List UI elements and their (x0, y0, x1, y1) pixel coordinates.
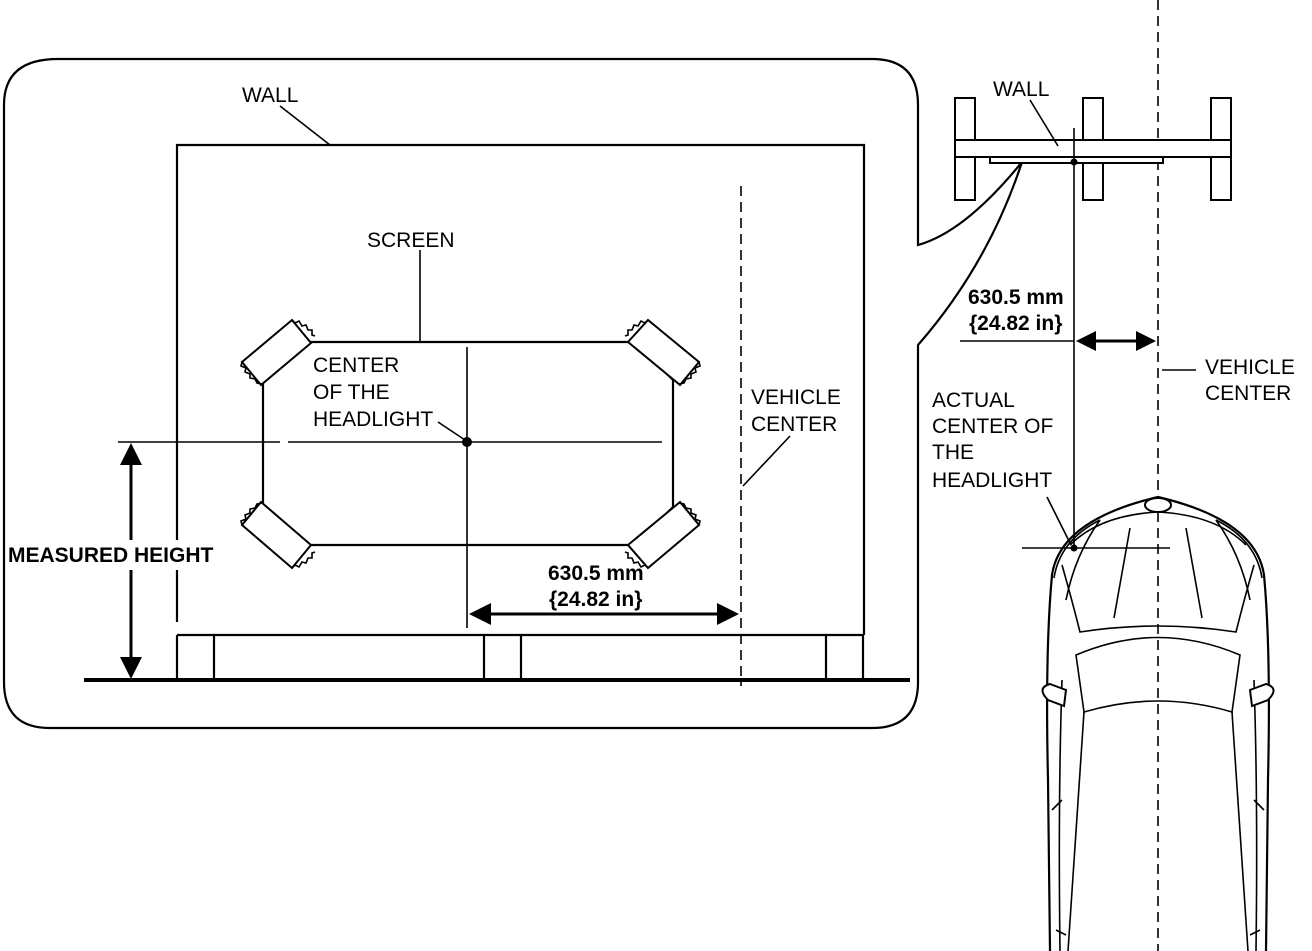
wall-outline (175, 143, 866, 635)
vehicle-center-leader (742, 435, 791, 487)
tape-bottom-right (624, 500, 701, 570)
right-wall-label-leader (1029, 99, 1059, 147)
actual-center-label-line1: ACTUAL (932, 389, 1015, 412)
vehicle-top-view (1041, 495, 1275, 951)
right-wall-label: WALL (993, 78, 1049, 101)
tape-top-right (624, 318, 701, 387)
distance-in-label: {24.82 in} (549, 588, 642, 611)
actual-center-label-line4: HEADLIGHT (932, 469, 1052, 492)
right-distance-mm-label: 630.5 mm (968, 286, 1064, 309)
distance-mm-label: 630.5 mm (548, 562, 644, 585)
headlight-center-leader (437, 421, 466, 441)
callout-bubble (2, 57, 1024, 730)
actual-center-label-line2: CENTER OF (932, 415, 1053, 438)
measured-height-label: MEASURED HEIGHT (8, 544, 214, 567)
right-distance-in-label: {24.82 in} (969, 312, 1062, 335)
distance-arrowhead-right (717, 603, 739, 625)
actual-center-leader (1046, 496, 1072, 546)
vehicle-center-label-line2: CENTER (751, 413, 837, 436)
measured-height-arrowhead-top (120, 443, 142, 465)
screen-center-dot (1070, 158, 1078, 166)
headlight-center-label-line3: HEADLIGHT (313, 408, 433, 431)
screen-label: SCREEN (367, 229, 455, 252)
measured-height-arrowhead-bottom (120, 657, 142, 679)
tape-bottom-left (240, 500, 316, 570)
tape-top-left (240, 318, 316, 387)
actual-center-label-line3: THE (932, 441, 974, 464)
measured-height-label-bg (6, 540, 228, 570)
right-vehicle-center-label-line1: VEHICLE (1205, 356, 1295, 379)
headlight-center-label-line2: OF THE (313, 381, 390, 404)
distance-arrowhead-left (469, 603, 491, 625)
wall-label-leader (279, 105, 331, 146)
wall-bar-top-view (954, 139, 1232, 158)
right-distance-arrowhead-right (1136, 331, 1156, 351)
right-distance-arrowhead-left (1076, 331, 1096, 351)
right-vehicle-center-label-line2: CENTER (1205, 382, 1291, 405)
wall-label: WALL (242, 84, 298, 107)
headlight-center-label-line1: CENTER (313, 354, 399, 377)
vehicle-center-label-line1: VEHICLE (751, 386, 841, 409)
actual-headlight-center-dot (1070, 544, 1078, 552)
